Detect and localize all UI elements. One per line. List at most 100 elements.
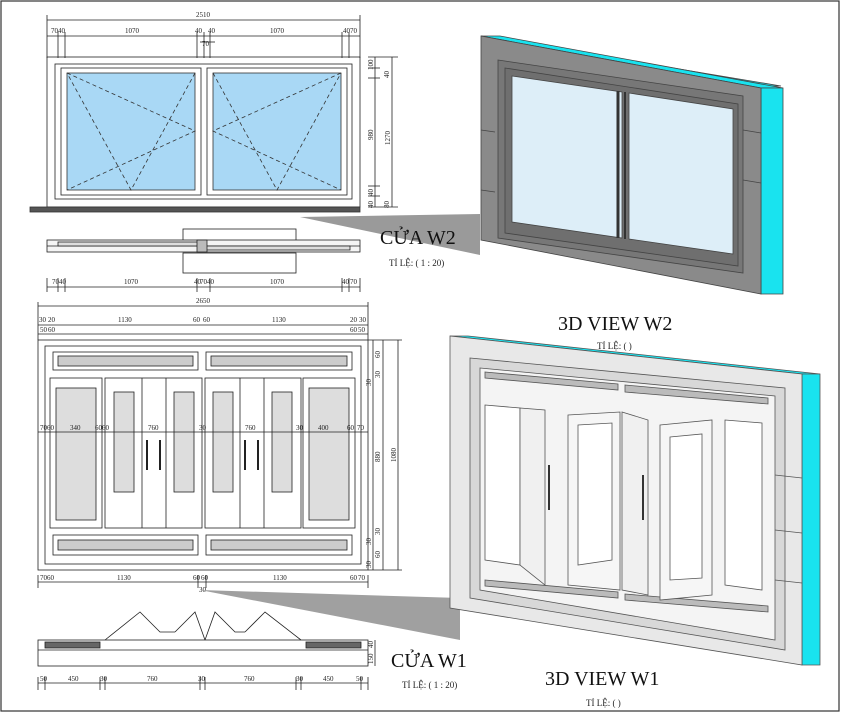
- w1-plan-dim: 30: [296, 675, 304, 683]
- w2-bottom-dim: 40: [59, 278, 67, 286]
- w1-top-dim2: 50: [358, 326, 366, 334]
- w1-plan-dim: 30: [198, 675, 206, 683]
- w2-elevation: [29, 15, 398, 213]
- w1-title: CỬA W1: [391, 649, 467, 672]
- w2-shadow: [300, 214, 480, 255]
- w1-right-dim: 30: [365, 538, 373, 546]
- w1-top-dim2: 50: [40, 326, 48, 334]
- w2-right-dim: 40: [383, 71, 391, 79]
- w1-right-dim: 60: [374, 351, 382, 359]
- w2-right-dim: 1270: [384, 131, 392, 146]
- w2-right-dim: 40: [367, 189, 375, 197]
- w1-right-dim: 880: [374, 451, 382, 462]
- w2-3d-scale: TỈ LỆ: ( ): [597, 341, 632, 351]
- w1-dim-labels: 2650 30 20 1130 60 60 1130 20 30 50 60 6…: [39, 297, 398, 594]
- w2-top-dim: 40: [208, 27, 216, 35]
- w1-mid-dim: 340: [70, 424, 81, 432]
- w1-top-dim: 60: [193, 316, 201, 324]
- w1-bottom-dim: 70: [40, 574, 48, 582]
- w1-bottom-extra: 30: [199, 586, 207, 594]
- w1-plan-right-dim: 150: [367, 653, 375, 664]
- w2-top-dim: 1070: [270, 27, 285, 35]
- w1-mid-dim: 760: [245, 424, 256, 432]
- w1-bottom-dim: 60: [201, 574, 209, 582]
- w2-bottom-dim: 70: [350, 278, 358, 286]
- w2-top-dim: 70: [202, 40, 210, 48]
- w2-bottom-dim: 70: [200, 278, 208, 286]
- w1-plan-dim: 450: [68, 675, 79, 683]
- w1-mid-dim: 60: [102, 424, 110, 432]
- w1-elevation: [37, 302, 402, 588]
- w1-right-dim: 30: [365, 561, 373, 569]
- w1-plan-dim: 450: [323, 675, 334, 683]
- w2-plan-section: [46, 228, 361, 292]
- w1-right-dim: 30: [374, 528, 382, 536]
- w1-scale: TỈ LỆ: ( 1 : 20): [402, 680, 457, 690]
- w2-top-dim: 70: [51, 27, 59, 35]
- w1-bottom-dim: 60: [47, 574, 55, 582]
- w1-mid-dim: 60: [347, 424, 355, 432]
- w1-plan-dim: 30: [100, 675, 108, 683]
- w2-right-dim: 80: [383, 201, 391, 209]
- w1-bottom-dim: 1130: [273, 574, 287, 582]
- w1-top-dim: 30: [359, 316, 367, 324]
- w1-bottom-dim: 60: [350, 574, 358, 582]
- w2-dim-labels: 2510 70 40 1070 40 70 40 1070 40 70 100 …: [51, 11, 392, 208]
- w2-overall-dim: 2510: [196, 11, 211, 19]
- w1-top-dim: 20: [350, 316, 358, 324]
- w2-plan-dims: 70 40 1070 40 70 40 1070 40 70: [52, 278, 358, 286]
- w2-bottom-dim: 1070: [124, 278, 139, 286]
- w2-3d-title: 3D VIEW W2: [558, 313, 672, 335]
- w1-right-dim: 60: [374, 551, 382, 559]
- w1-mid-dim: 30: [199, 424, 207, 432]
- w1-mid-dim: 60: [47, 424, 55, 432]
- w1-plan-dim: 50: [40, 675, 48, 683]
- w1-bottom-dim: 1130: [117, 574, 131, 582]
- w2-top-dim: 40: [195, 27, 203, 35]
- w2-title: CỬA W2: [380, 226, 456, 249]
- w1-top-dim2: 60: [48, 326, 56, 334]
- w1-top-dim: 20: [48, 316, 56, 324]
- w2-3d-view: [480, 35, 784, 295]
- w1-3d-view: [449, 335, 821, 666]
- w2-scale: TỈ LỆ: ( 1 : 20): [389, 258, 444, 268]
- w1-overall-dim: 2650: [196, 297, 211, 305]
- w1-plan-dim: 760: [147, 675, 158, 683]
- w2-bottom-dim: 1070: [270, 278, 285, 286]
- w1-plan-dim: 50: [356, 675, 364, 683]
- w1-3d-scale: TỈ LỆ: ( ): [586, 698, 621, 708]
- w1-plan-right-dim: 40: [367, 641, 375, 649]
- w1-bottom-dim: 60: [193, 574, 201, 582]
- w1-right-dim: 30: [374, 371, 382, 379]
- w1-mid-dim: 760: [148, 424, 159, 432]
- w1-top-dim: 30: [39, 316, 47, 324]
- w2-bottom-dim: 40: [207, 278, 215, 286]
- w1-plan-section: [37, 611, 376, 690]
- w2-bottom-dim: 70: [52, 278, 60, 286]
- w1-3d-title: 3D VIEW W1: [545, 668, 659, 690]
- w1-shadow: [200, 590, 460, 640]
- w2-bottom-dim: 40: [194, 278, 202, 286]
- w2-top-dim: 1070: [125, 27, 140, 35]
- w1-right-dim: 30: [365, 379, 373, 387]
- w2-top-dim: 40: [343, 27, 351, 35]
- w1-plan-dim: 760: [244, 675, 255, 683]
- w2-right-dim: 40: [367, 201, 375, 209]
- w1-top-dim: 1130: [272, 316, 286, 324]
- w1-top-dim2: 60: [350, 326, 358, 334]
- w1-mid-dim: 400: [318, 424, 329, 432]
- w1-mid-dim: 30: [296, 424, 304, 432]
- w2-top-dim: 70: [350, 27, 358, 35]
- w1-mid-dim: 60: [95, 424, 103, 432]
- w1-mid-dim: 70: [40, 424, 48, 432]
- w1-right-dim: 1080: [390, 448, 398, 463]
- w1-mid-dim: 70: [357, 424, 365, 432]
- w2-right-dim: 980: [367, 129, 375, 140]
- w2-right-dim: 100: [367, 59, 375, 70]
- w2-top-dim: 40: [58, 27, 66, 35]
- w1-top-dim: 1130: [118, 316, 132, 324]
- w1-top-dim: 60: [203, 316, 211, 324]
- w1-bottom-dim: 70: [358, 574, 366, 582]
